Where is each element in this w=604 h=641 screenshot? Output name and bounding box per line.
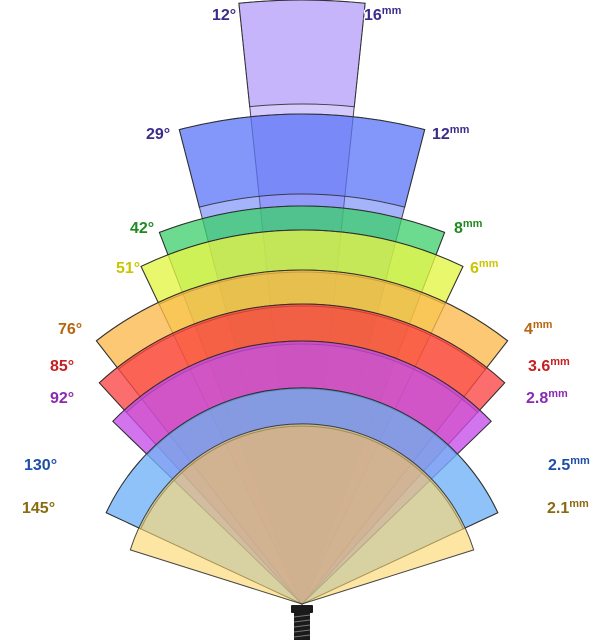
fov-sectors [95,0,509,606]
angle-label: 130° [24,457,57,474]
focal-length-unit: mm [382,5,402,17]
focal-length-value: 2.8 [526,390,548,407]
focal-length-unit: mm [569,498,589,510]
focal-length-unit: mm [550,356,570,368]
focal-length-value: 4 [524,321,533,338]
angle-label: 85° [50,358,74,375]
lens-thread-lines [293,614,311,638]
angle-label: 51° [116,260,140,277]
focal-length-unit: mm [533,319,553,331]
angle-label: 76° [58,321,82,338]
angle-label: 92° [50,390,74,407]
angle-label: 12° [212,7,236,24]
focal-length-unit: mm [570,455,590,467]
focal-length-value: 16 [364,7,382,24]
focal-length-label: 4mm [524,319,553,338]
angle-label: 42° [130,220,154,237]
focal-length-label: 2.5mm [548,455,590,474]
focal-length-label: 2.1mm [547,498,589,517]
focal-length-label: 2.8mm [526,388,568,407]
focal-length-label: 12mm [432,124,470,143]
focal-length-unit: mm [450,124,470,136]
fov-band-16mm [238,0,366,108]
fov-labels: 12°16mm29°12mm42°8mm51°6mm76°4mm85°3.6mm… [21,4,592,519]
focal-length-unit: mm [548,388,568,400]
camera-lens-icon [291,605,313,640]
focal-length-label: 16mm [364,5,402,24]
focal-length-label: 6mm [470,258,499,277]
fov-band-12mm [178,113,426,208]
angle-label: 29° [146,126,170,143]
focal-length-value: 3.6 [528,358,550,375]
focal-length-value: 8 [454,220,463,237]
focal-length-value: 12 [432,126,450,143]
focal-length-value: 2.5 [548,457,570,474]
fov-wedge-2-1mm [129,423,475,605]
focal-length-unit: mm [479,258,499,270]
lens-mount [291,605,313,613]
focal-length-value: 2.1 [547,500,569,517]
focal-length-unit: mm [463,218,483,230]
focal-length-value: 6 [470,260,479,277]
focal-length-label: 3.6mm [528,356,570,375]
focal-length-label: 8mm [454,218,483,237]
angle-label: 145° [22,500,55,517]
